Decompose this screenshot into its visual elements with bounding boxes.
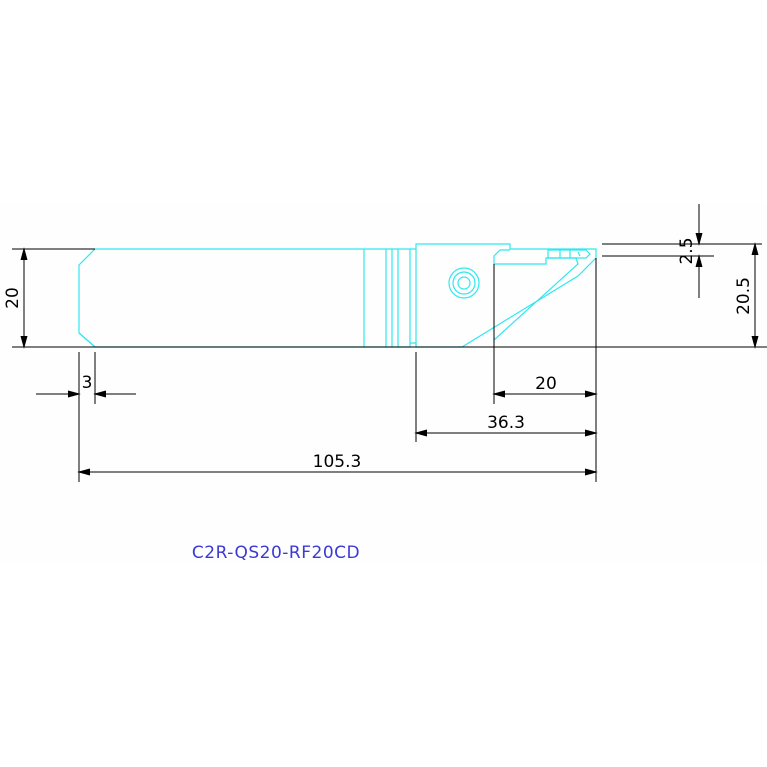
arrow-chamfer-right [93,390,107,398]
label-head-length: 36.3 [487,413,525,433]
blade-slot [493,249,510,264]
arrow-head-right [584,429,598,437]
arrow-shank-bottom [20,335,28,349]
arrow-center-bottom [751,335,759,349]
clamp-screw-hex [457,276,471,290]
clamp-screw-outer [448,267,480,299]
label-cut-depth: 20 [535,374,557,394]
label-shank-height: 20 [3,287,23,309]
arrow-chamfer-left [67,390,81,398]
clamp-screw-inner [452,271,476,295]
arrow-cut-left [492,390,506,398]
label-chamfer: 3 [82,373,93,393]
arrow-cut-right [584,390,598,398]
arrow-total-right [584,468,598,476]
tool-holder-outline [78,243,597,348]
arrow-shank-top [20,247,28,261]
blade-body [493,257,579,341]
arrow-insert-bottom [695,254,703,268]
drawing-sheet [0,203,767,563]
dimension-lines [12,204,767,482]
insert [547,249,591,259]
dimension-labels: 20 3 105.3 36.3 20 2.5 20.5 [3,237,754,472]
arrow-center-top [751,242,759,256]
insert-edge-3 [577,251,581,257]
part-number-label: C2R-QS20-RF20CD [192,543,360,563]
arrow-total-left [77,468,91,476]
shank-profile [78,248,411,348]
arrow-head-left [414,429,428,437]
label-insert-width: 2.5 [677,237,697,264]
label-total-length: 105.3 [313,452,362,472]
arrow-insert-top [695,232,703,246]
shank-inner-line [78,332,96,348]
label-center-height: 20.5 [734,277,754,315]
